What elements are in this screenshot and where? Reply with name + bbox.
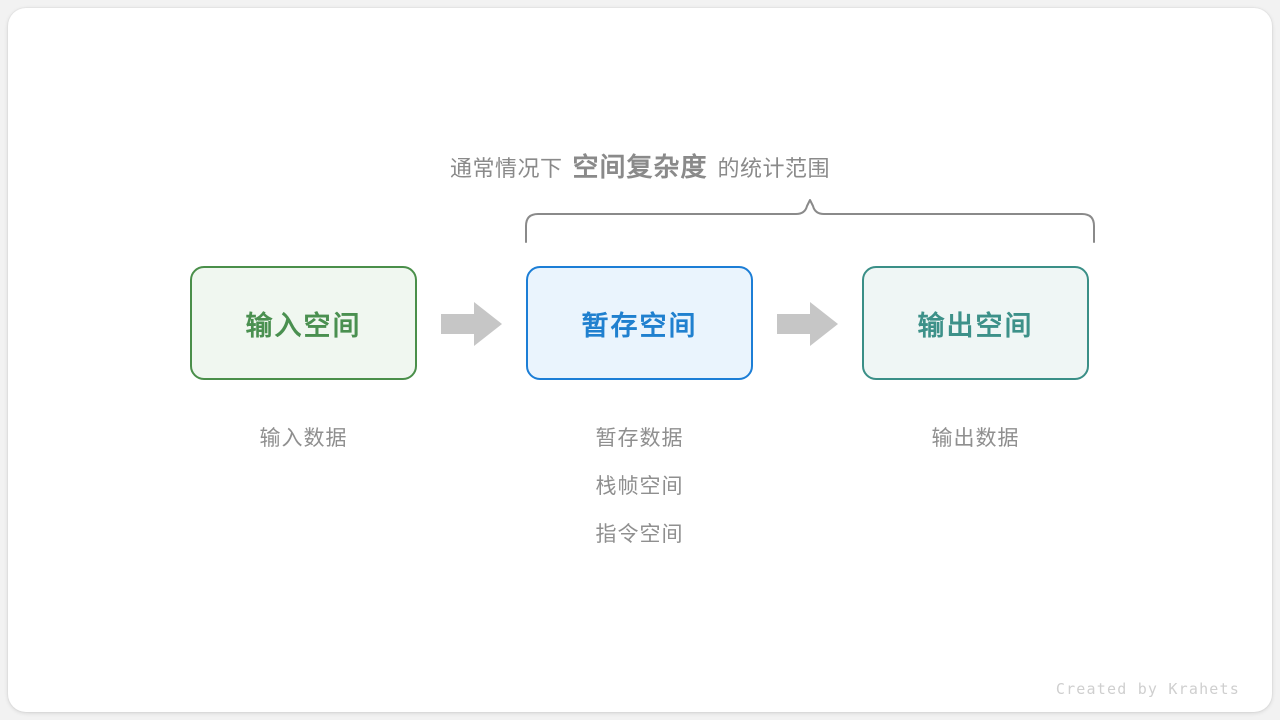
box-temp-space[interactable]: 暂存空间 [526,266,753,380]
caption-emphasis: 空间复杂度 [572,152,708,182]
sublabels-output: 输出数据 [862,415,1089,463]
box-input-space[interactable]: 输入空间 [190,266,417,380]
sublabel-temp-1: 栈帧空间 [595,475,684,498]
box-output-space-label: 输出空间 [917,310,1034,341]
brace-icon [525,199,1095,243]
scope-brace [515,192,1105,252]
caption-prefix: 通常情况下 [449,156,563,181]
arrow-temp-to-output-icon [777,300,839,348]
sublabels-input: 输入数据 [190,415,417,463]
caption-line: 通常情况下空间复杂度的统计范围 [0,148,1280,188]
sublabel-output-0: 输出数据 [931,427,1020,450]
watermark-credit: Created by Krahets [1055,680,1240,698]
sublabel-input-0: 输入数据 [259,427,348,450]
sublabels-temp: 暂存数据 栈帧空间 指令空间 [526,415,753,559]
box-output-space[interactable]: 输出空间 [862,266,1089,380]
box-input-space-label: 输入空间 [245,310,362,341]
caption-suffix: 的统计范围 [717,156,831,181]
sublabel-temp-0: 暂存数据 [595,427,684,450]
box-temp-space-label: 暂存空间 [581,310,698,341]
arrow-input-to-temp-icon [441,300,503,348]
sublabel-temp-2: 指令空间 [595,523,684,546]
